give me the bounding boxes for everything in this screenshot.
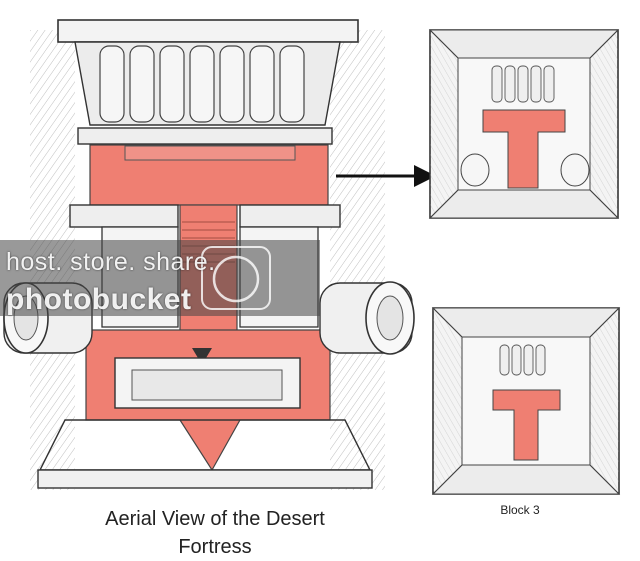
main-caption: Aerial View of the Desert Fortress [60,505,370,561]
watermark-brand: photobucket [6,283,192,316]
main-caption-line1: Aerial View of the Desert [105,508,325,530]
watermark-lens-icon [212,255,260,303]
right-cliff [330,30,385,490]
upper-hall-wall [77,127,333,145]
block-label: Block 3 [500,503,540,517]
bottom-ledge [37,469,373,489]
detail-view-block-3 [431,307,621,495]
detail-block-3-red-floor [492,389,561,461]
detail-top-red-floor [482,109,566,189]
pointer-arrow [336,165,436,187]
colonnade-columns [99,45,305,123]
lower-hall-inner [131,369,283,401]
left-wing-block [69,204,179,228]
right-wing-block [239,204,341,228]
gate-spike [192,348,212,358]
watermark-camera-icon [201,246,271,310]
throne-step [124,145,296,161]
top-ledge [57,19,359,43]
watermark-band [0,240,320,316]
right-tower [319,281,415,355]
watermark [0,240,320,316]
watermark-tagline: host. store. share. [6,248,216,276]
main-caption-line2: Fortress [178,536,252,558]
detail-view-top [428,29,620,219]
